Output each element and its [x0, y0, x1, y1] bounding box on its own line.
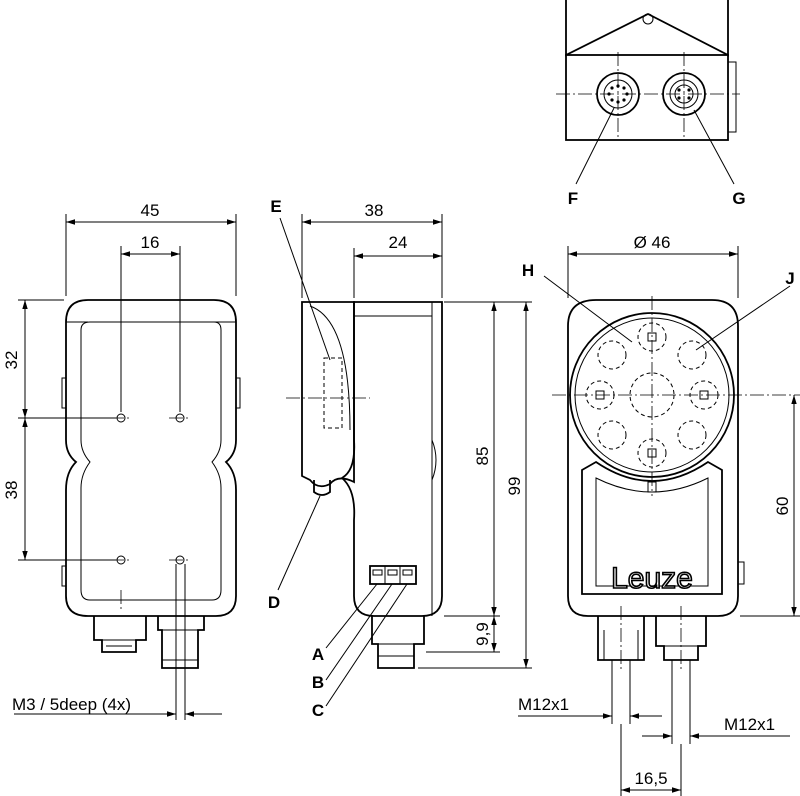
dim-height-body: 85: [473, 447, 492, 466]
dim-depth-total: 38: [365, 201, 384, 220]
dim-depth-body: 24: [389, 233, 408, 252]
side-view: [277, 214, 532, 707]
callout-f: F: [568, 189, 578, 208]
callout-h: H: [522, 261, 534, 280]
dim-hole-spacing-h: 16: [141, 233, 160, 252]
dim-connector-thread-left: M12x1: [518, 695, 569, 714]
callout-a: A: [312, 645, 324, 664]
thread-note: M3 / 5deep (4x): [12, 695, 131, 714]
callout-g: G: [732, 189, 745, 208]
callout-j: J: [785, 269, 794, 288]
connector-g-icon: [662, 72, 706, 116]
dim-connector-spacing: 16,5: [634, 769, 667, 788]
callout-b: B: [312, 673, 324, 692]
callout-e: E: [270, 197, 281, 216]
dim-connector-offset: 9,9: [473, 622, 492, 646]
dim-diameter: Ø 46: [634, 233, 671, 252]
connector-f-icon: [596, 72, 640, 116]
connector-top-view: [556, 0, 740, 185]
dim-connector-thread-right: M12x1: [724, 715, 775, 734]
callout-c: C: [312, 701, 324, 720]
brand-logo: Leuze: [611, 562, 693, 595]
dim-width: 45: [141, 201, 160, 220]
dim-hole-spacing-v: 38: [2, 481, 21, 500]
rear-view: Leuze: [518, 246, 800, 796]
front-view: [14, 214, 241, 720]
dim-height-to-center: 60: [773, 497, 792, 516]
callout-d: D: [268, 593, 280, 612]
dim-hole-offset-v: 32: [2, 351, 21, 370]
dim-height-total: 99: [505, 477, 524, 496]
